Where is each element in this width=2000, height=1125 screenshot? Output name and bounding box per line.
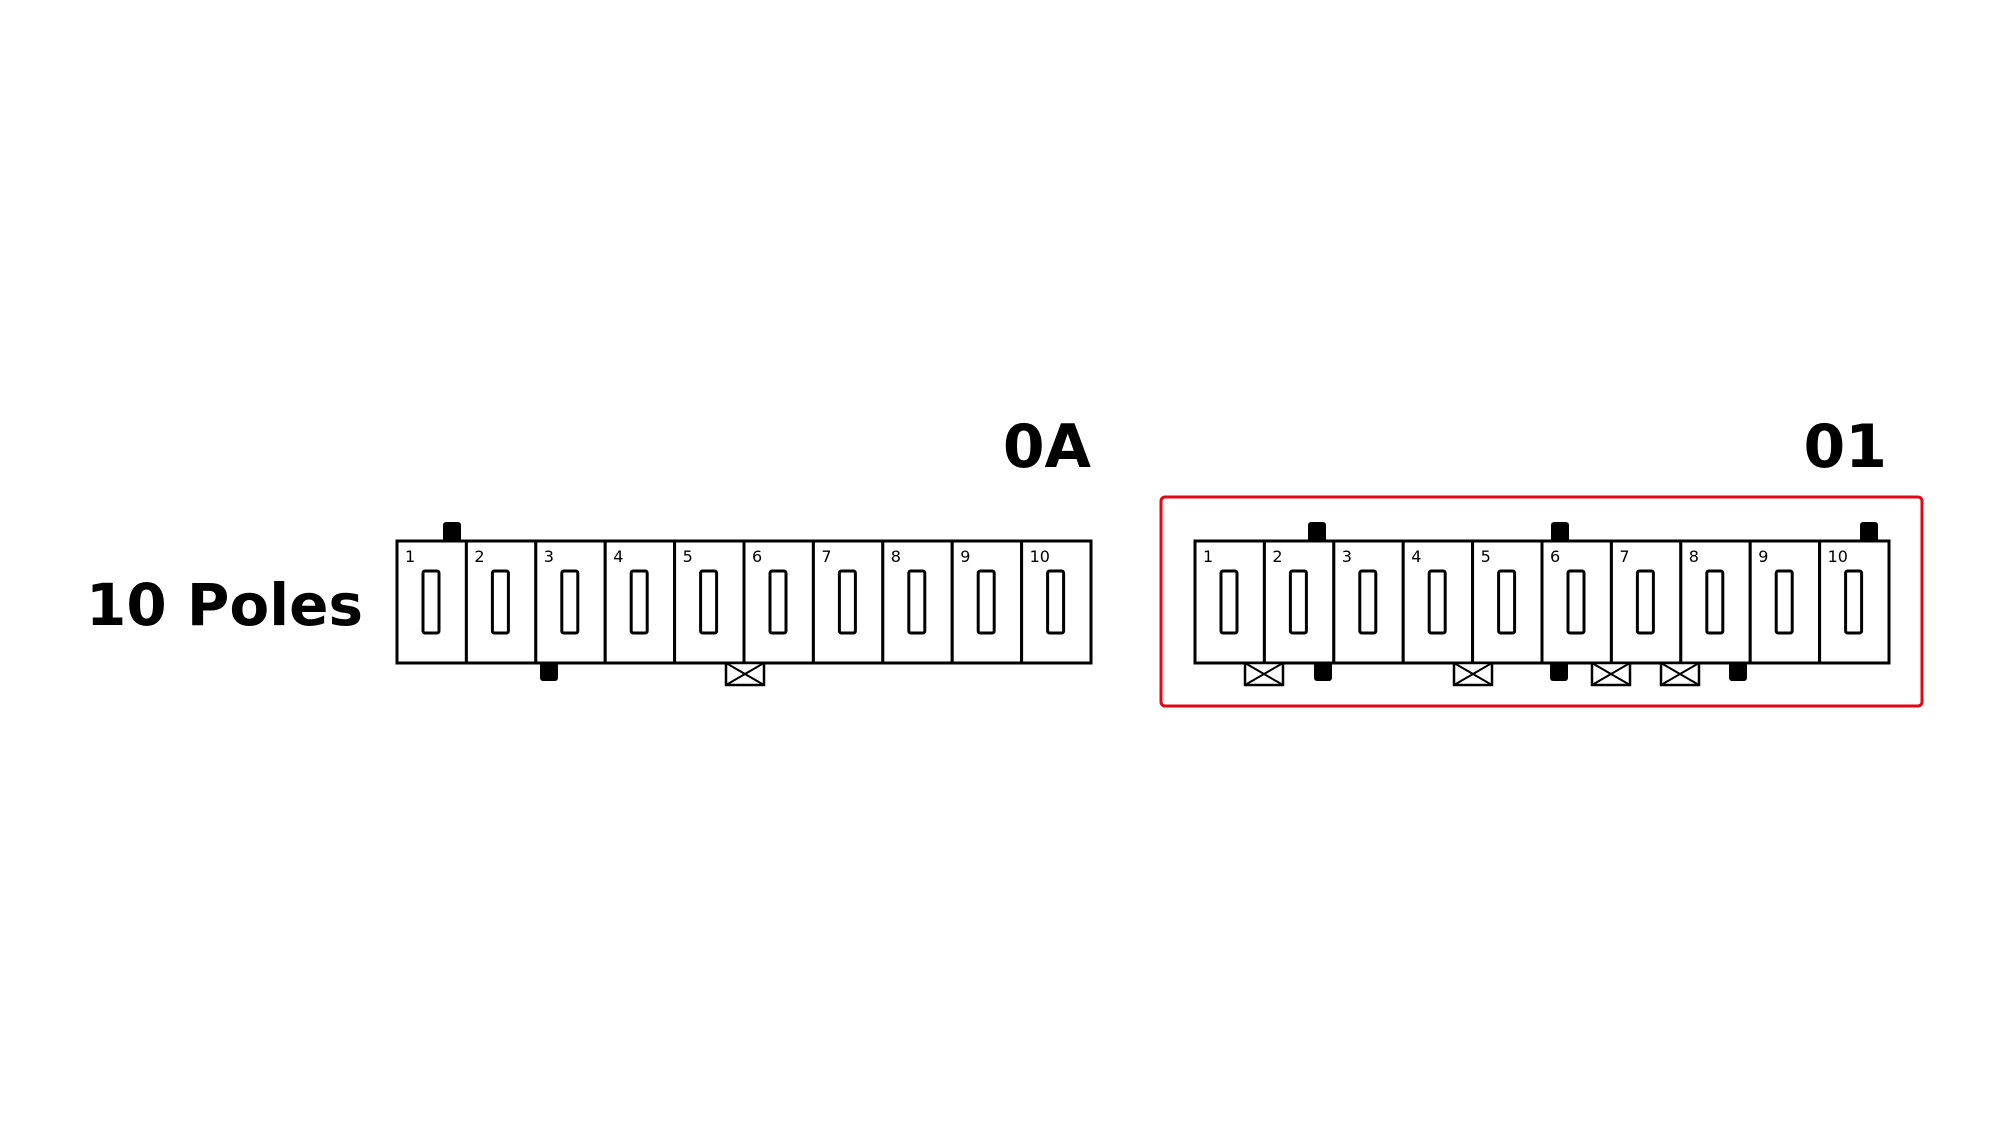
cavity-outline [742,539,815,665]
pin-cavity[interactable]: 5 [1471,539,1544,665]
pin-number: 10 [1030,547,1050,566]
pin-number: 8 [1689,547,1699,566]
pin-number: 5 [683,547,693,566]
terminal-slot [1497,569,1517,635]
connector-label-0a: 0A [1003,412,1092,482]
pin-cavity[interactable]: 10 [1020,539,1093,665]
locking-key-top [1860,522,1878,544]
pin-cavity[interactable]: 5 [673,539,746,665]
locking-key-bottom [540,660,558,681]
pin-cavity[interactable]: 1 [1193,539,1266,665]
terminal-slot [1427,569,1447,635]
pin-number: 2 [474,547,484,566]
pin-cavity[interactable]: 6 [742,539,815,665]
blocked-cavity-marker [1659,661,1701,687]
cavity-outline [1401,539,1475,665]
pin-number: 3 [544,547,554,566]
terminal-slot [490,569,510,635]
pin-number: 3 [1342,547,1352,566]
pin-number: 1 [405,547,415,566]
terminal-slot [1046,569,1066,635]
terminal-slot [976,569,996,635]
pin-number: 10 [1828,547,1848,566]
connector-label-01: 01 [1804,412,1888,482]
pin-number: 6 [752,547,762,566]
pin-cavity[interactable]: 3 [1332,539,1405,665]
pin-cavity[interactable]: 8 [1679,539,1752,665]
pin-cavity[interactable]: 3 [534,539,607,665]
pin-cavity[interactable]: 4 [1401,539,1475,665]
terminal-slot [1358,569,1378,635]
locking-key-top [1308,522,1326,544]
terminal-slot [1219,569,1239,635]
blocked-cavity-marker [1243,661,1285,687]
locking-key-bottom [1314,660,1332,681]
connector-0a[interactable]: 1 2 3 4 5 6 7 8 9 10 [395,522,1093,687]
terminal-slot [421,569,441,635]
pin-number: 9 [1758,547,1768,566]
pin-cavity[interactable]: 9 [950,539,1024,665]
pin-cavity[interactable]: 1 [395,539,468,665]
highlight-frame[interactable] [1159,495,1924,708]
cavity-outline [603,539,677,665]
pin-number: 8 [891,547,901,566]
pin-number: 1 [1203,547,1213,566]
pin-cavity[interactable]: 4 [603,539,677,665]
pin-number: 7 [1619,547,1629,566]
locking-key-bottom [1550,660,1568,681]
pin-number: 9 [960,547,970,566]
pin-number: 2 [1272,547,1282,566]
locking-key-top [443,522,461,544]
blocked-cavity-marker [1590,661,1632,687]
pin-cavity[interactable]: 2 [1262,539,1336,665]
blocked-cavity-marker [1452,661,1494,687]
pin-cavity[interactable]: 8 [881,539,954,665]
terminal-slot [1844,569,1864,635]
pin-number: 7 [821,547,831,566]
connector-01[interactable]: 1 2 3 4 5 6 7 8 9 10 [1193,522,1891,687]
terminal-slot [560,569,580,635]
locking-key-bottom [1729,660,1747,681]
terminal-slot [1288,569,1308,635]
terminal-slot [1566,569,1586,635]
pin-cavity[interactable]: 10 [1818,539,1891,665]
locking-key-top [1551,522,1569,544]
pin-cavity[interactable]: 7 [1609,539,1683,665]
terminal-slot [1774,569,1794,635]
terminal-slot [699,569,719,635]
terminal-slot [629,569,649,635]
blocked-cavity-marker [724,661,766,687]
pin-number: 5 [1481,547,1491,566]
terminal-slot [1635,569,1655,635]
terminal-slot [768,569,788,635]
pin-cavity[interactable]: 2 [464,539,538,665]
pin-cavity[interactable]: 7 [811,539,885,665]
pin-cavity[interactable]: 6 [1540,539,1613,665]
pin-number: 4 [1411,547,1421,566]
terminal-slot [837,569,857,635]
pin-cavity[interactable]: 9 [1748,539,1822,665]
pin-number: 6 [1550,547,1560,566]
terminal-slot [1705,569,1725,635]
terminal-slot [907,569,927,635]
row-label: 10 Poles [86,571,363,639]
pin-number: 4 [613,547,623,566]
